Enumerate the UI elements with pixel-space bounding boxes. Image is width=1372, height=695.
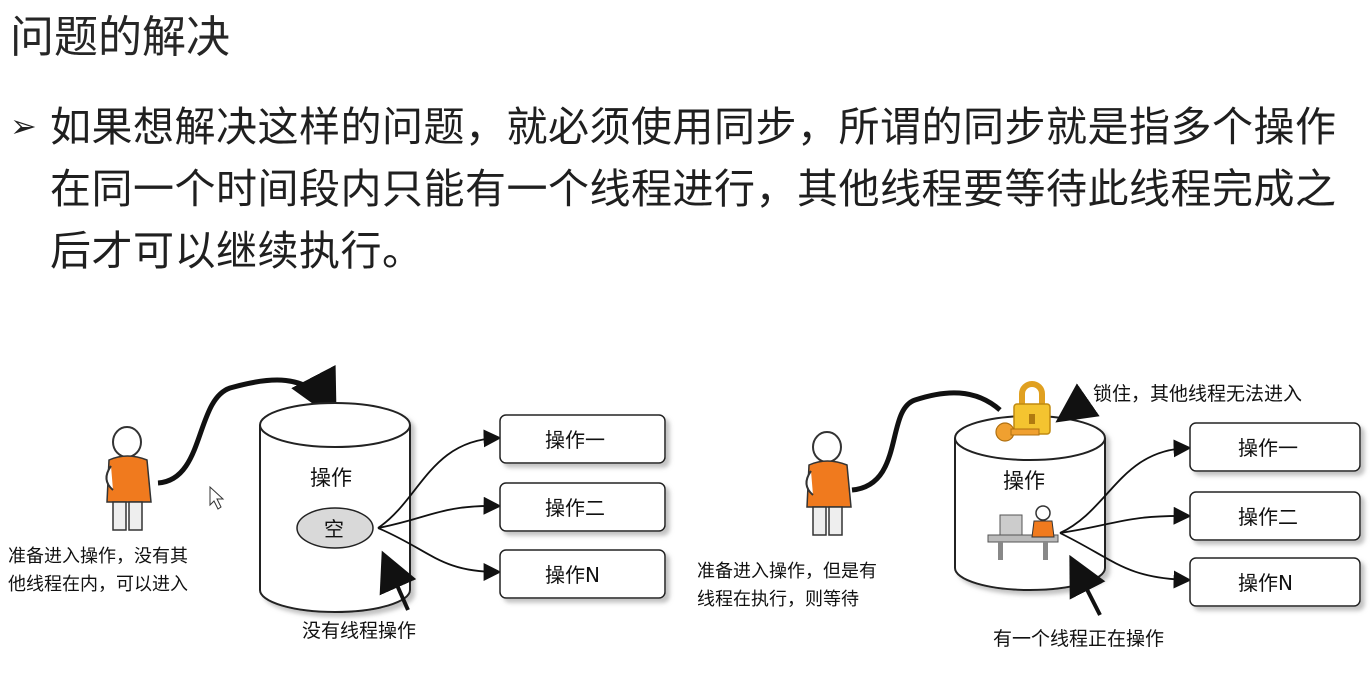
- person-caption-line1: 准备进入操作，但是有: [697, 561, 877, 582]
- left-diagram: 操作 空 操作一 操作二 操作N 没有线程操作 准备进入操作，没: [8, 364, 666, 642]
- enter-arrow: [157, 364, 337, 486]
- worker-at-desk-icon: [987, 505, 1059, 560]
- op-label: 操作N: [1238, 571, 1293, 595]
- synchronization-diagram: 操作 空 操作一 操作二 操作N 没有线程操作 准备进入操作，没: [8, 364, 1361, 650]
- slide-title: 问题的解决: [10, 12, 230, 63]
- op-box: [499, 482, 666, 532]
- mouse-cursor-icon: [209, 485, 225, 510]
- right-diagram: 操作 操作一 操作二: [697, 381, 1361, 650]
- op-label: 操作二: [545, 496, 605, 520]
- pointer-arrow: [379, 550, 417, 611]
- bullet-text: 如果想解决这样的问题，就必须使用同步，所谓的同步就是指多个操作在同一个时间段内只…: [50, 103, 1337, 275]
- person-icon: [805, 431, 852, 536]
- lock-pointer-arrow: [1055, 383, 1100, 423]
- person-icon: [105, 426, 152, 531]
- empty-slot: [296, 507, 374, 549]
- op-box: [499, 414, 666, 464]
- bottom-caption: 没有线程操作: [302, 620, 416, 642]
- operation-cylinder: [954, 415, 1106, 591]
- op-label: 操作一: [545, 428, 605, 452]
- lock-caption: 锁住，其他线程无法进入: [1093, 383, 1302, 405]
- person-caption-line2: 线程在执行，则等待: [697, 589, 859, 610]
- op-box: [1189, 491, 1361, 541]
- op-label: 操作一: [1238, 436, 1298, 460]
- cylinder-label: 操作: [310, 466, 352, 490]
- op-label: 操作N: [545, 563, 600, 587]
- lock-icon: [1013, 381, 1051, 435]
- op-box: [499, 549, 666, 599]
- op-box: [1189, 422, 1361, 472]
- key-icon: [995, 422, 1040, 442]
- op-label: 操作二: [1238, 505, 1298, 529]
- cylinder-label: 操作: [1003, 469, 1045, 493]
- person-caption-line1: 准备进入操作，没有其: [8, 546, 188, 567]
- slot-label: 空: [324, 517, 344, 541]
- person-caption-line2: 他线程在内，可以进入: [8, 574, 188, 595]
- arrowhead-bullet-icon: ➢: [10, 107, 37, 145]
- blocked-arrow: [851, 390, 1002, 493]
- bullet-row: ➢ 如果想解决这样的问题，就必须使用同步，所谓的同步就是指多个操作在同一个时间段…: [10, 96, 1355, 282]
- op-box: [1189, 557, 1361, 607]
- pointer-arrow: [1069, 554, 1106, 616]
- bottom-caption: 有一个线程正在操作: [993, 628, 1164, 650]
